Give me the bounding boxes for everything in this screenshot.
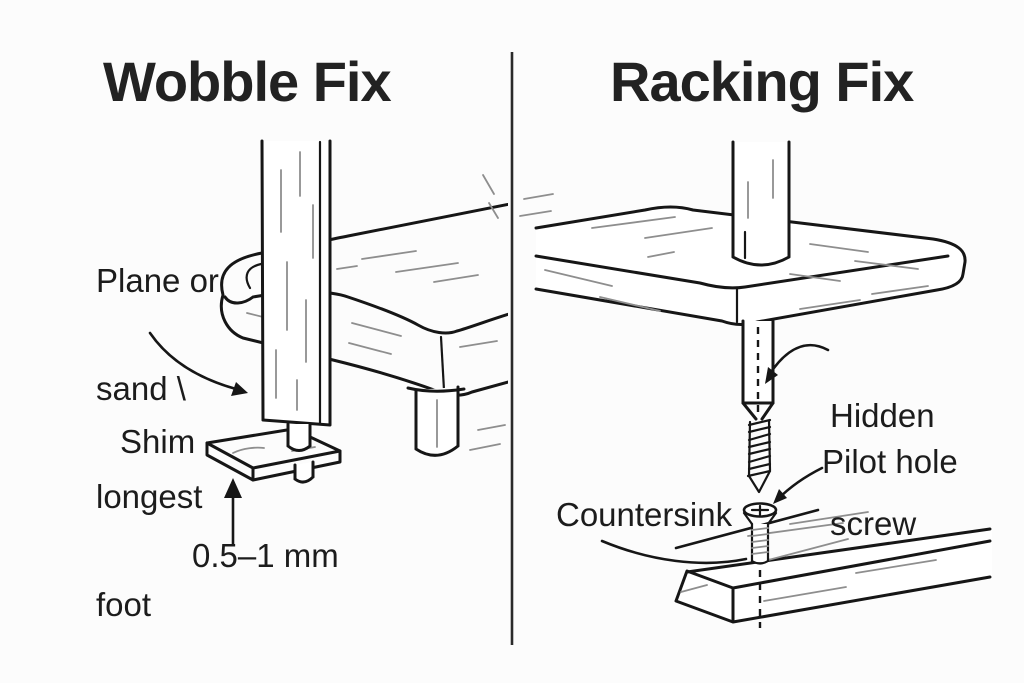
wobbly-leg: [260, 139, 332, 427]
under-shim-peg: [293, 460, 315, 484]
screw-threads: [746, 418, 772, 494]
label-gap-measurement: 0.5–1 mm: [192, 537, 339, 574]
note-line-2: sand \: [96, 370, 186, 407]
right-leg: [731, 140, 791, 267]
note-line-1: Plane or: [96, 262, 219, 299]
wobble-illustration: [148, 139, 508, 546]
phillips-slot: [750, 504, 770, 517]
left-panel-title: Wobble Fix: [103, 50, 392, 113]
note-line-4: foot: [96, 586, 152, 623]
right-panel-title: Racking Fix: [610, 50, 914, 113]
leg-foot-peg: [286, 422, 312, 452]
label-pilot-hole: Pilot hole: [822, 443, 958, 480]
hidden-screw-line-2: screw: [830, 505, 917, 542]
shim-plate: [205, 427, 342, 482]
countersunk-screw: [742, 502, 778, 565]
plane-foot-arrow: [148, 331, 248, 396]
left-rear-leg: [406, 385, 466, 457]
pilot-hole-arrow: [773, 466, 824, 504]
label-shim: Shim: [120, 423, 196, 460]
rail-board: [674, 508, 992, 628]
label-plane-sand-note: Plane or sand \ longest foot: [96, 191, 219, 683]
countersink-leader: [600, 539, 748, 565]
hidden-screw-arrow: [765, 344, 830, 384]
hidden-screw-line-1: Hidden: [830, 397, 935, 434]
note-line-3: longest: [96, 478, 203, 515]
racking-illustration: [519, 140, 992, 628]
label-hidden-screw: Hidden screw: [830, 326, 935, 614]
label-countersink: Countersink: [556, 496, 733, 533]
shim-gap-arrow: [224, 478, 242, 546]
